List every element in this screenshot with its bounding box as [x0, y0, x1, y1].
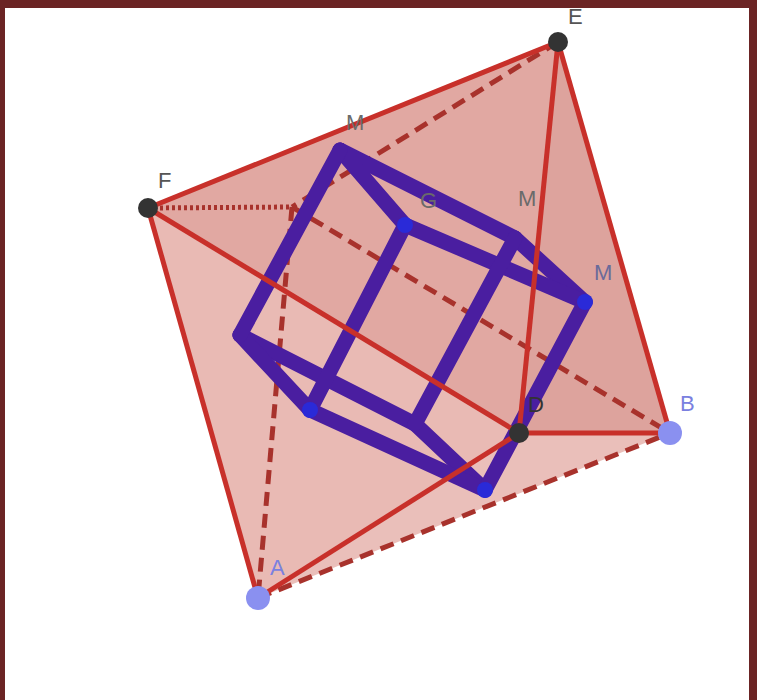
point-label: F	[158, 170, 171, 192]
point-label: M	[518, 188, 536, 210]
hidden-edges	[258, 42, 670, 598]
point-label: M	[346, 112, 364, 134]
point-label: M	[594, 262, 612, 284]
vertex-point	[138, 198, 158, 218]
vertex-point	[658, 421, 682, 445]
octahedron-face	[148, 42, 670, 598]
vertex-point	[509, 423, 529, 443]
point-label: G	[420, 190, 437, 212]
octahedron-face	[148, 208, 519, 598]
point-label: E	[568, 6, 583, 28]
hidden-edge	[148, 207, 292, 208]
point-label: D	[528, 394, 544, 416]
cube-edges	[240, 150, 585, 490]
frame-bar	[0, 0, 5, 700]
cube-vertices	[302, 217, 593, 498]
point-label: A	[270, 557, 285, 579]
vertex-point	[246, 586, 270, 610]
visible-edges	[148, 42, 670, 598]
point-label: B	[680, 393, 695, 415]
frame-bar	[0, 0, 757, 8]
frame-bar	[749, 0, 757, 700]
vertex-point	[548, 32, 568, 52]
